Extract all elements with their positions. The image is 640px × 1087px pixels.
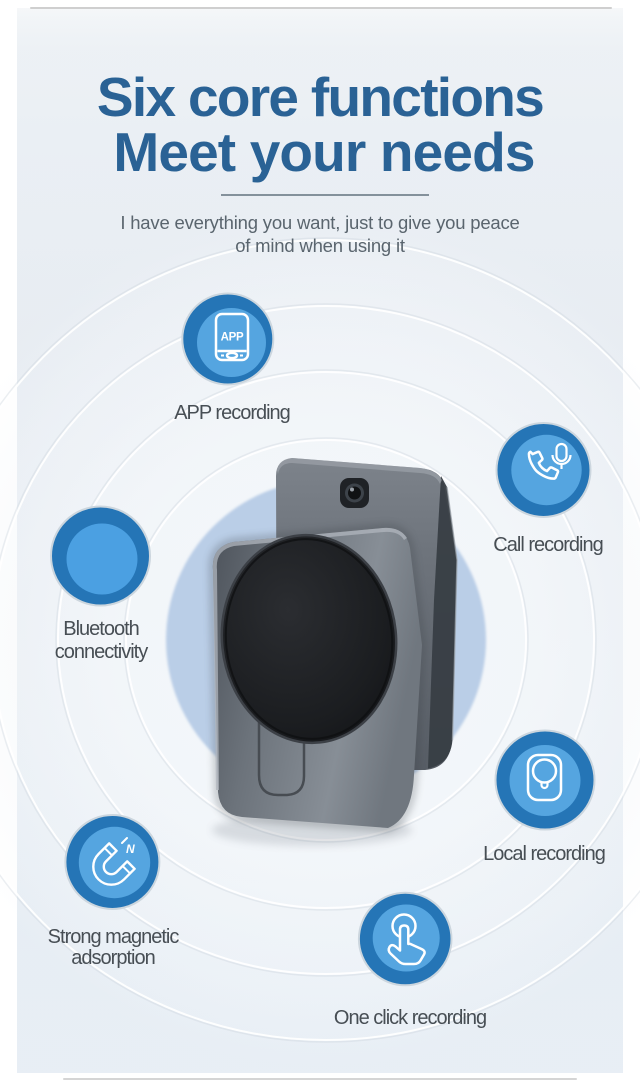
svg-text:APP: APP <box>221 332 244 344</box>
svg-text:N: N <box>126 842 135 856</box>
